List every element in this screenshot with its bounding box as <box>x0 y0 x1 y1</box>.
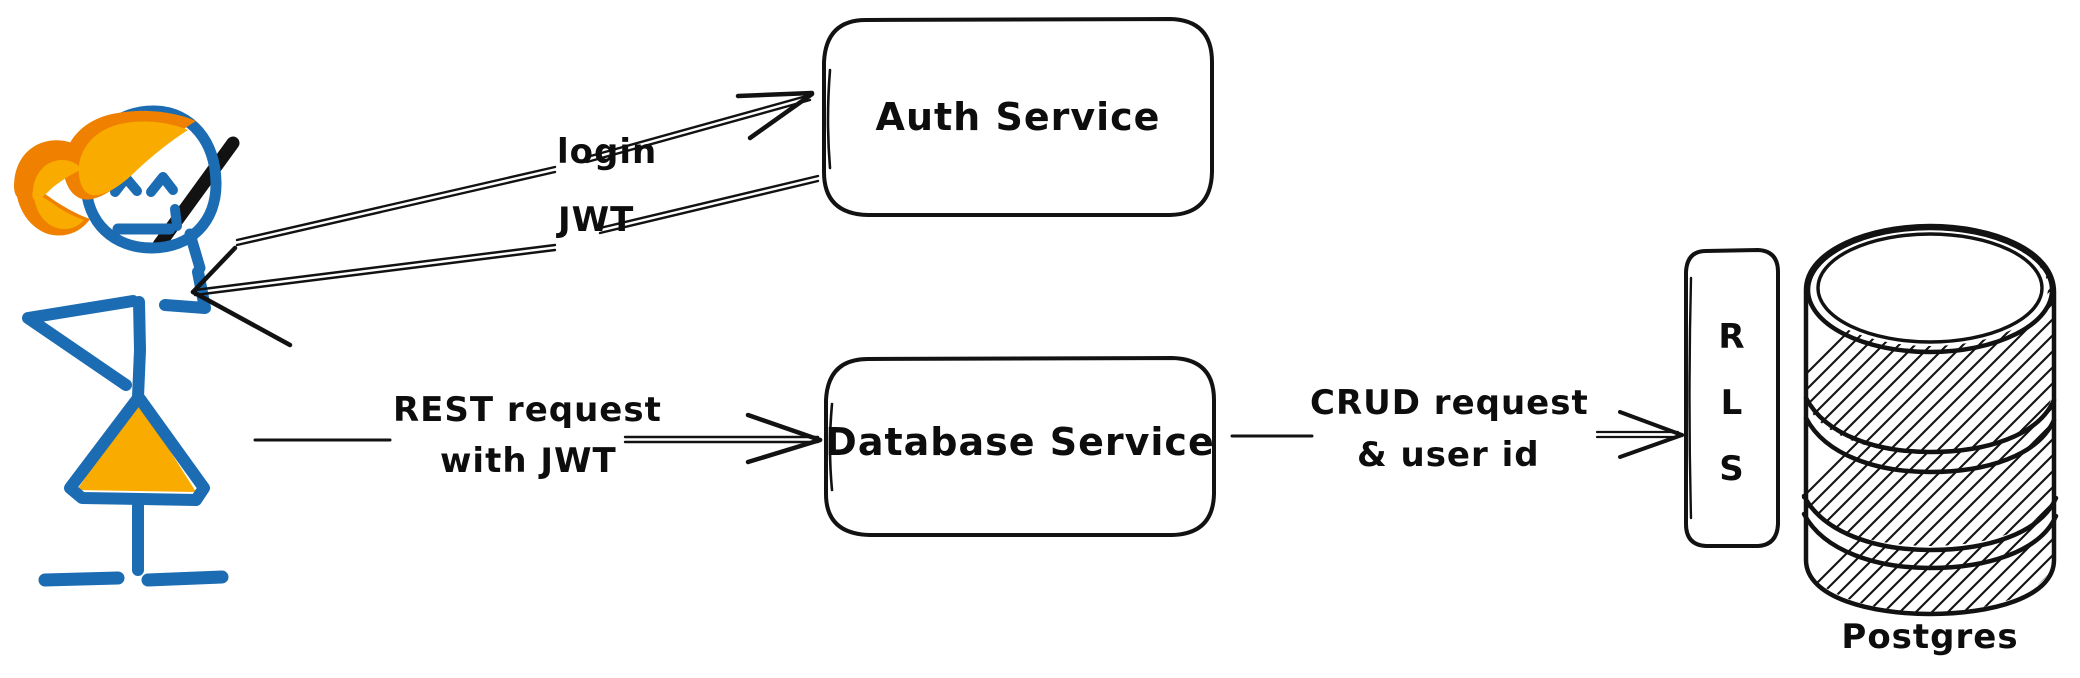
left-arm-stroke <box>22 295 139 391</box>
rest-arrowhead-upper <box>745 412 823 443</box>
nose-stroke <box>170 204 182 231</box>
login-edge-line-b <box>235 170 557 247</box>
database-service-box-sketch-accent <box>828 402 834 492</box>
login-edge-line-d <box>585 98 812 164</box>
rls-box[interactable] <box>1684 248 1780 548</box>
crud-edge-label-line2: & user id <box>1357 435 1540 475</box>
crud-edge-label-line1: CRUD request <box>1310 383 1589 423</box>
login-edge-line-c <box>585 93 812 159</box>
postgres-band-divider-2 <box>1801 493 2059 553</box>
auth-service-box-sketch-accent <box>826 68 832 170</box>
login-arrowhead-upper <box>735 90 815 99</box>
rls-letter-l: L <box>1721 383 1744 423</box>
jwt-edge-label: JWT <box>556 200 634 240</box>
jwt-edge-line-a <box>598 174 820 230</box>
user-stick-figure <box>14 105 240 587</box>
skirt-shape <box>77 400 196 492</box>
login-edge-line-a <box>235 165 557 242</box>
jwt-arrowhead-upper <box>190 245 238 295</box>
torso-stroke <box>132 296 146 403</box>
node-postgres-database[interactable]: Postgres <box>1700 190 2080 678</box>
login-edge-label: login <box>557 132 657 172</box>
rest-arrowhead-lower <box>745 437 823 465</box>
node-auth-service[interactable]: Auth Service <box>822 17 1214 217</box>
jwt-edge: JWT <box>190 174 820 348</box>
rls-letter-r: R <box>1718 317 1745 357</box>
jwt-arrowhead-lower <box>190 289 293 348</box>
rls-box-sketch-accent <box>1688 276 1693 520</box>
crud-arrowhead-upper <box>1618 410 1684 437</box>
auth-service-box[interactable] <box>822 17 1214 217</box>
jwt-edge-line-b <box>598 179 820 235</box>
hat-icon <box>14 110 197 236</box>
postgres-caption: Postgres <box>1841 617 2018 657</box>
right-foot-stroke <box>141 570 229 587</box>
crud-request-edge: CRUD request & user id <box>1230 383 1684 475</box>
rest-request-edge: REST request with JWT <box>253 390 823 481</box>
node-rls-gate[interactable]: R L S <box>1684 248 1780 548</box>
rest-edge-label-line1: REST request <box>393 390 662 430</box>
rest-edge-label-line2: with JWT <box>440 441 617 481</box>
right-eye-icon <box>146 172 178 197</box>
neck-stroke <box>184 228 206 274</box>
login-edge: login <box>235 90 815 247</box>
node-database-service[interactable]: Database Service <box>824 356 1216 537</box>
login-arrowhead-lower <box>747 91 815 141</box>
database-service-label: Database Service <box>825 420 1214 464</box>
postgres-band-divider-1b <box>1803 415 2057 475</box>
jwt-edge-line-c <box>193 243 557 292</box>
database-service-box[interactable] <box>824 356 1216 537</box>
auth-service-label: Auth Service <box>876 95 1161 139</box>
postgres-top-inner-rim <box>1816 232 2044 344</box>
crud-arrowhead-lower <box>1618 433 1684 459</box>
postgres-band-divider-2b <box>1801 511 2059 571</box>
postgres-top-rim <box>1805 225 2055 355</box>
left-foot-stroke <box>38 571 125 587</box>
postgres-top-inner-fill <box>1812 230 2048 346</box>
postgres-band-divider-1 <box>1803 395 2057 455</box>
jwt-edge-line-d <box>193 248 557 297</box>
rls-letter-s: S <box>1719 449 1745 489</box>
